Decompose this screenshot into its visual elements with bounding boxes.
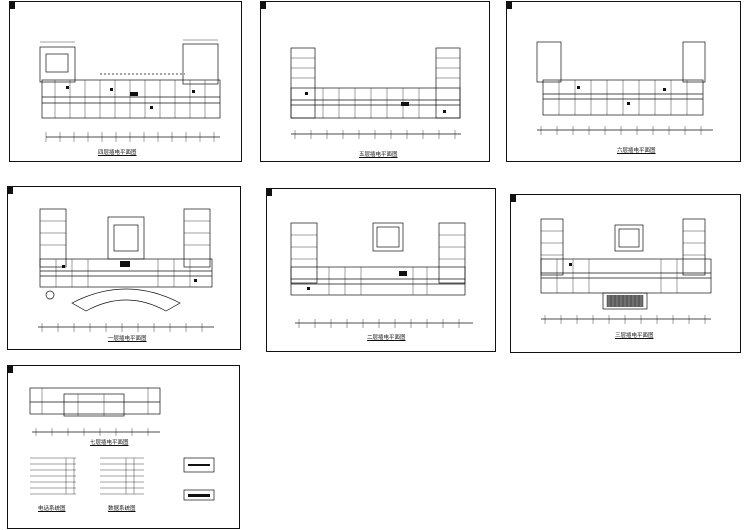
drawing-sheet-2[interactable]: 五层插电平面图 [260, 1, 490, 162]
sheet-title: 二层插电平面图 [367, 335, 406, 341]
sheet-corner-mark [267, 189, 272, 196]
floor-plan-1 [38, 208, 214, 332]
floor-plan-4 [39, 39, 221, 142]
sheet-corner-mark [10, 2, 15, 9]
sheet-corner-mark [261, 2, 266, 9]
sheet-title: 四层插电平面图 [98, 150, 137, 156]
sheet-title: 六层插电平面图 [617, 148, 656, 154]
sheet-corner-mark [511, 195, 516, 202]
drawing-sheet-7[interactable]: 七层插电平面图 电话系统图 数据系统图 [7, 365, 240, 529]
sheet-title: 一层插电平面图 [108, 336, 147, 342]
floor-plan-7-and-systems [29, 387, 215, 501]
sheet-title: 七层插电平面图 [90, 440, 129, 446]
drawing-sheet-5[interactable]: 二层插电平面图 [266, 188, 496, 352]
floor-plan-6 [536, 41, 713, 135]
sheet-title: 五层插电平面图 [359, 152, 398, 158]
telephone-system-title: 电话系统图 [38, 506, 66, 512]
sheet-corner-mark [8, 366, 13, 373]
drawing-sheet-6[interactable]: 三层插电平面图 [510, 194, 741, 353]
floor-plan-5 [290, 47, 461, 139]
drawing-sheet-1[interactable]: 四层插电平面图 [9, 1, 242, 162]
data-system-title: 数据系统图 [108, 506, 136, 512]
drawing-sheet-4[interactable]: 一层插电平面图 [7, 186, 241, 350]
sheet-title: 三层插电平面图 [615, 333, 654, 339]
floor-plan-2 [290, 222, 473, 328]
floor-plan-3 [540, 218, 712, 324]
sheet-corner-mark [8, 187, 13, 194]
drawing-sheet-3[interactable]: 六层插电平面图 [506, 1, 741, 162]
sheet-corner-mark [507, 2, 512, 9]
